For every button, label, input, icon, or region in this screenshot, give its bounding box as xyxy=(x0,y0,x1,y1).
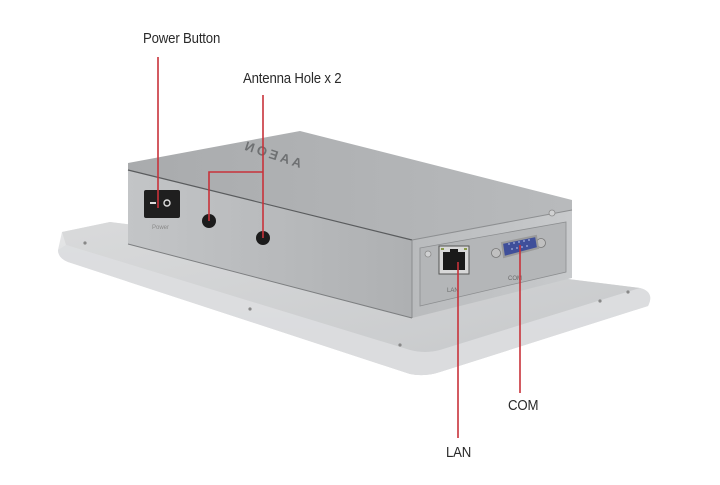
callout-antenna-hole: Antenna Hole x 2 xyxy=(243,70,342,87)
power-port-label: Power xyxy=(152,225,169,231)
callout-com: COM xyxy=(508,397,539,414)
power-switch: Power xyxy=(144,190,180,231)
callout-power-button: Power Button xyxy=(143,30,221,47)
com-port-label: COM xyxy=(508,276,522,282)
lan-port-label: LAN xyxy=(447,288,459,294)
antenna-callout-line-branch xyxy=(208,171,263,221)
lan-port: LAN xyxy=(438,245,470,294)
callout-lines xyxy=(157,57,521,438)
callout-lan: LAN xyxy=(446,444,472,461)
